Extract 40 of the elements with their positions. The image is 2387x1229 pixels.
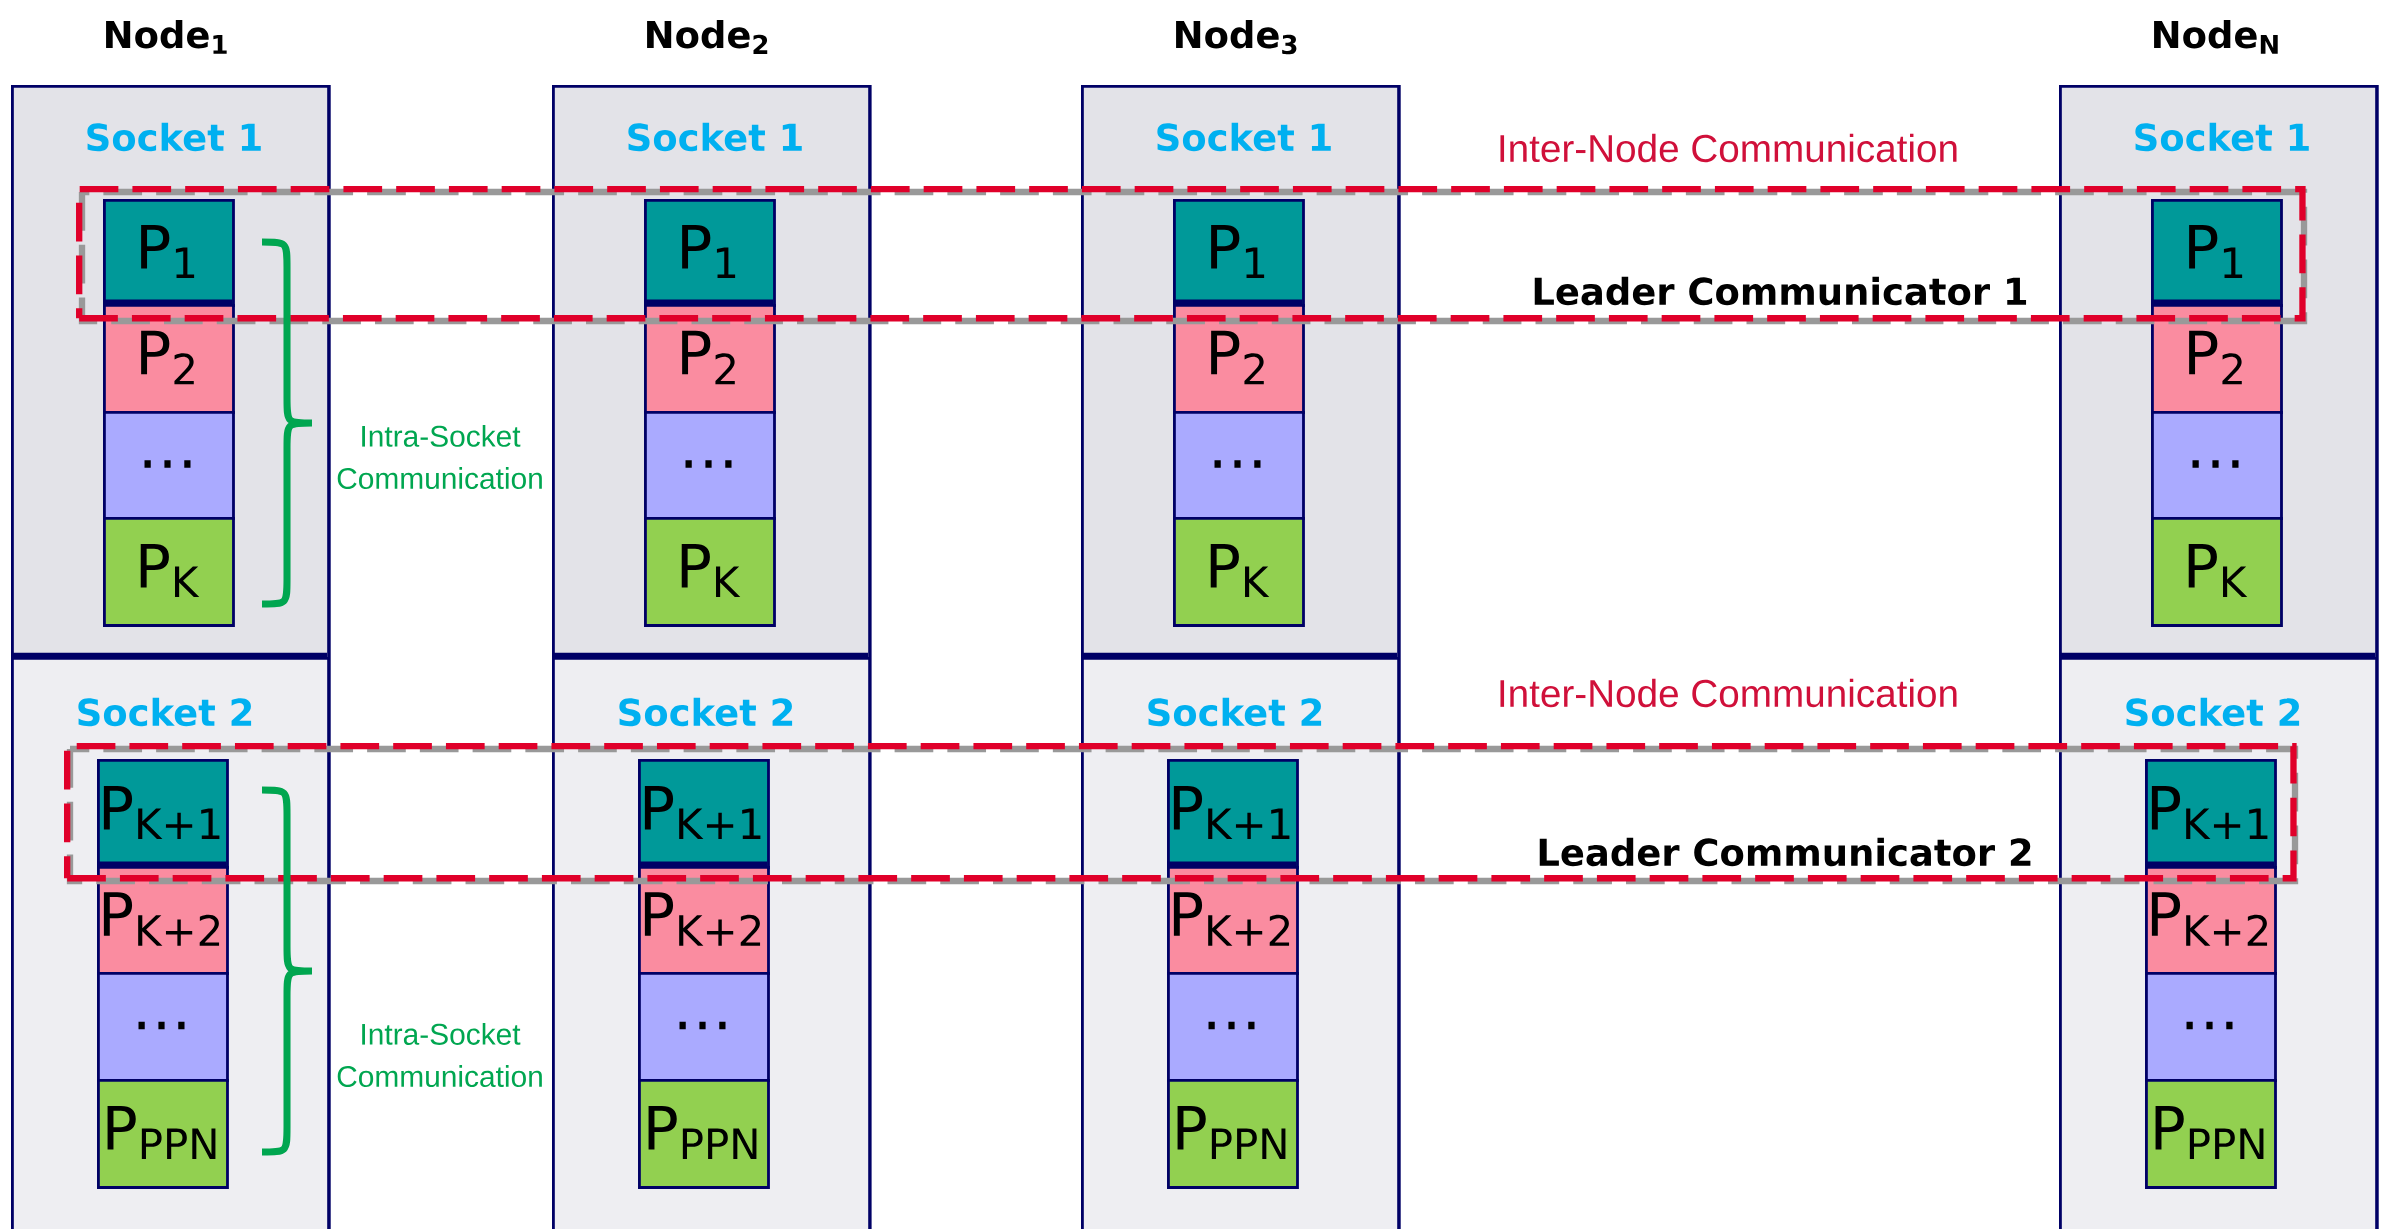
node-label: Node$_{3}$	[1176, 20, 1297, 55]
process-box: P$_{K+2}$	[2145, 866, 2277, 975]
process-box: P$_{K+1}$	[1167, 759, 1299, 871]
process-box: P$_{PPN}$	[97, 1079, 229, 1189]
process-box: P$_{K+2}$	[638, 866, 770, 975]
node-label: Node$_{N}$	[2154, 20, 2278, 54]
process-box: P$_{K}$	[103, 517, 235, 627]
process-box: P$_{1}$	[1173, 199, 1305, 309]
process-box: P$_{K}$	[644, 517, 776, 627]
annotation-text: Intra-Socket Communication	[337, 1022, 542, 1088]
node-label: Node$_{2}$	[647, 20, 768, 54]
process-box: P$_{2}$	[103, 304, 235, 414]
process-box: …	[103, 411, 235, 520]
node-label: Inter-Node Communication	[1500, 678, 1957, 708]
process-box: P$_{K+1}$	[97, 759, 229, 871]
process-box: P$_{K+1}$	[2145, 759, 2277, 871]
process-box: …	[1167, 972, 1299, 1082]
process-box: P$_{PPN}$	[2145, 1079, 2277, 1189]
process-box: P$_{K+2}$	[1167, 866, 1299, 975]
process-box: …	[638, 972, 770, 1082]
process-box: P$_{K}$	[1173, 517, 1305, 627]
process-box: P$_{1}$	[644, 199, 776, 309]
process-box: P$_{2}$	[2151, 304, 2283, 414]
process-box: P$_{1}$	[2151, 199, 2283, 309]
process-box: P$_{K+2}$	[97, 866, 229, 975]
process-box: …	[2151, 411, 2283, 520]
process-box: P$_{2}$	[1173, 304, 1305, 414]
process-box: …	[1173, 411, 1305, 520]
process-box: P$_{K}$	[2151, 517, 2283, 627]
process-box: …	[97, 972, 229, 1082]
process-box: …	[644, 411, 776, 520]
process-box: …	[2145, 972, 2277, 1082]
node-label: Node$_{1}$	[106, 20, 227, 54]
process-box: P$_{PPN}$	[638, 1079, 770, 1189]
process-box: P$_{2}$	[644, 304, 776, 414]
process-box: P$_{PPN}$	[1167, 1079, 1299, 1189]
node-label: Inter-Node Communication	[1500, 133, 1957, 163]
annotation-text: Intra-Socket Communication	[337, 424, 542, 490]
process-box: P$_{1}$	[103, 199, 235, 309]
process-box: P$_{K+1}$	[638, 759, 770, 871]
